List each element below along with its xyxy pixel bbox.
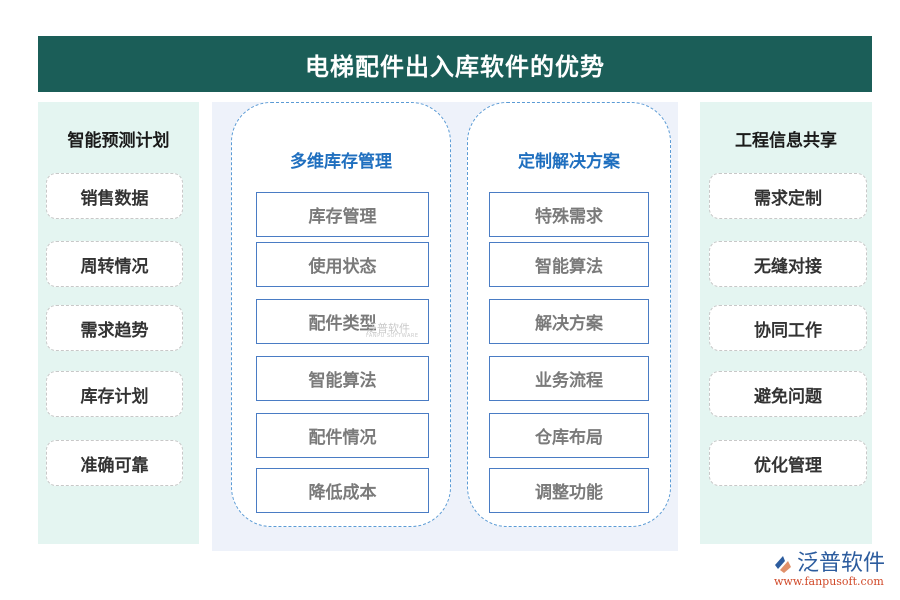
column-item: 业务流程 bbox=[489, 356, 649, 401]
right-item: 需求定制 bbox=[709, 173, 867, 219]
right-panel-title: 工程信息共享 bbox=[735, 131, 837, 151]
column-title: 定制解决方案 bbox=[518, 152, 620, 172]
right-panel: 工程信息共享 需求定制 无缝对接 协同工作 避免问题 优化管理 bbox=[700, 102, 872, 544]
right-item: 无缝对接 bbox=[709, 241, 867, 287]
column-item: 特殊需求 bbox=[489, 192, 649, 237]
column-title: 多维库存管理 bbox=[290, 152, 392, 172]
column-item: 智能算法 bbox=[489, 242, 649, 287]
column-item: 配件类型 bbox=[256, 299, 429, 344]
left-panel-title: 智能预测计划 bbox=[67, 131, 170, 151]
column-item: 调整功能 bbox=[489, 468, 649, 513]
column-item: 降低成本 bbox=[256, 468, 429, 513]
column-item: 库存管理 bbox=[256, 192, 429, 237]
right-item: 避免问题 bbox=[709, 371, 867, 417]
left-item: 周转情况 bbox=[46, 241, 183, 287]
right-item: 优化管理 bbox=[709, 440, 867, 486]
left-item: 库存计划 bbox=[46, 371, 183, 417]
column-item: 仓库布局 bbox=[489, 413, 649, 458]
diagram-title: 电梯配件出入库软件的优势 bbox=[38, 36, 872, 92]
logo-name: 泛普软件 bbox=[797, 551, 886, 576]
left-item: 准确可靠 bbox=[46, 440, 183, 486]
column-item: 配件情况 bbox=[256, 413, 429, 458]
watermark-name: 泛普软件 bbox=[366, 322, 410, 335]
right-item: 协同工作 bbox=[709, 305, 867, 351]
fanpu-logo-icon bbox=[775, 556, 791, 573]
left-panel: 智能预测计划 销售数据 周转情况 需求趋势 库存计划 准确可靠 bbox=[38, 102, 199, 544]
watermark: 泛普软件 FANPU SOFTWARE bbox=[366, 323, 419, 339]
column-item: 使用状态 bbox=[256, 242, 429, 287]
center-panel: 多维库存管理 库存管理 使用状态 配件类型 智能算法 配件情况 降低成本 定制解… bbox=[212, 102, 678, 551]
left-item: 销售数据 bbox=[46, 173, 183, 219]
column-custom: 定制解决方案 特殊需求 智能算法 解决方案 业务流程 仓库布局 调整功能 bbox=[467, 102, 671, 527]
column-inventory: 多维库存管理 库存管理 使用状态 配件类型 智能算法 配件情况 降低成本 bbox=[231, 102, 451, 527]
left-item: 需求趋势 bbox=[46, 305, 183, 351]
watermark-sub: FANPU SOFTWARE bbox=[366, 333, 419, 339]
column-item: 智能算法 bbox=[256, 356, 429, 401]
column-item: 解决方案 bbox=[489, 299, 649, 344]
logo-url: www.fanpusoft.com bbox=[774, 575, 884, 588]
brand-logo: 泛普软件 www.fanpusoft.com bbox=[772, 551, 892, 589]
